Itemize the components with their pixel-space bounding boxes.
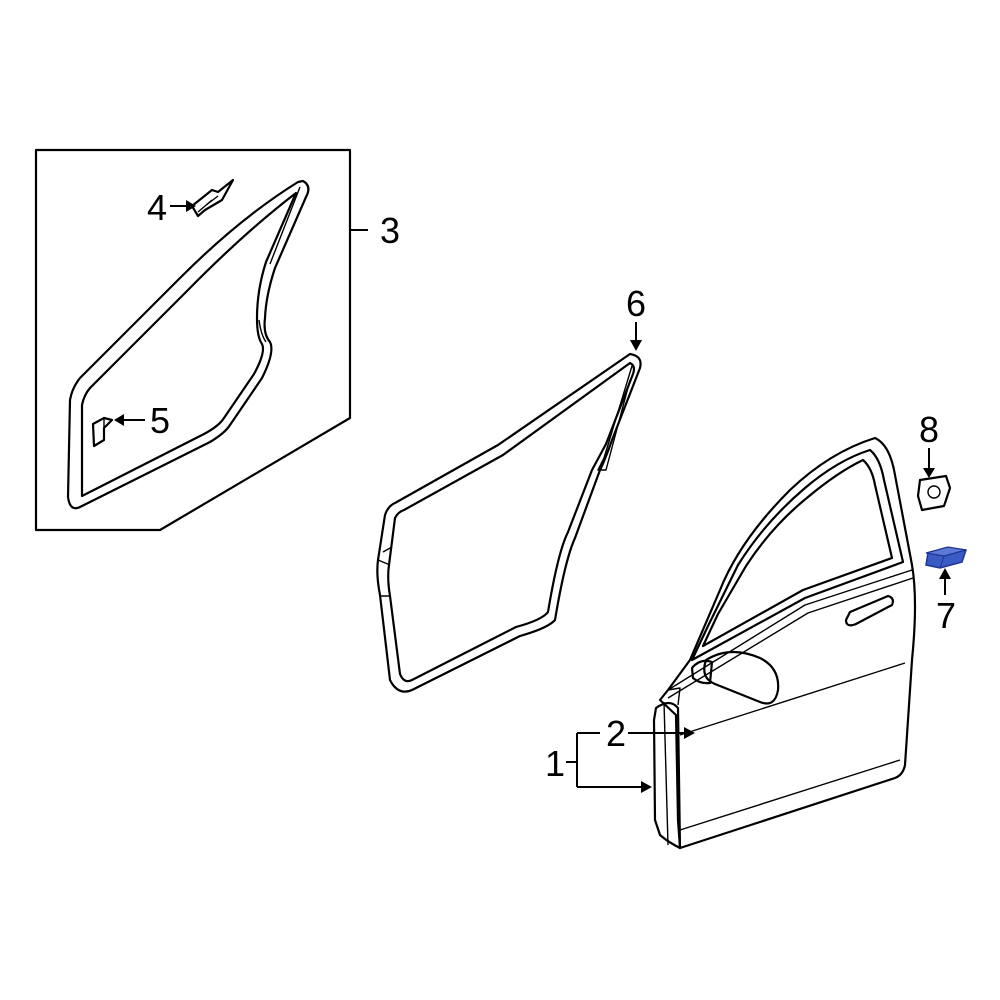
leader-8 (923, 448, 935, 478)
leader-4 (170, 200, 196, 212)
callout-5: 5 (150, 400, 170, 441)
side-mirror[interactable] (690, 650, 780, 705)
callout-7: 7 (936, 595, 956, 636)
clip-part-4[interactable] (190, 178, 235, 218)
callout-6: 6 (626, 283, 646, 324)
callout-3: 3 (380, 210, 400, 251)
leader-7 (939, 568, 951, 595)
front-door-shell[interactable] (652, 436, 917, 850)
door-stop-bumper-part-7[interactable] (925, 546, 968, 569)
clip-part-5[interactable] (91, 416, 114, 448)
body-side-weatherstrip[interactable] (66, 179, 310, 510)
leader-6 (630, 322, 642, 351)
weatherstrip-kit-box (34, 148, 352, 532)
callout-1: 1 (545, 743, 565, 784)
leader-1 (566, 732, 652, 793)
leader-2 (628, 727, 695, 739)
callout-2: 2 (606, 713, 626, 754)
leader-5 (114, 414, 145, 426)
callout-8: 8 (919, 409, 939, 450)
callout-4: 4 (147, 187, 167, 228)
clip-part-8[interactable] (916, 474, 952, 512)
door-weatherstrip[interactable] (376, 352, 642, 693)
